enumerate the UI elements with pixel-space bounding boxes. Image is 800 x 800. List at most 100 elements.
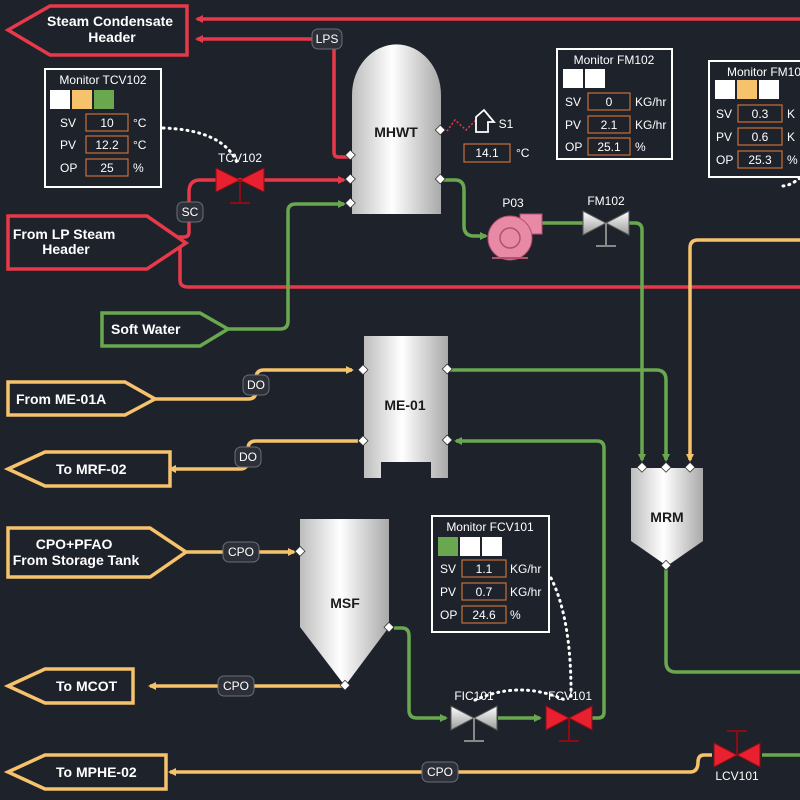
monitor-tcv102-title: Monitor TCV102	[59, 73, 146, 87]
monitor-fm102-sv-label: SV	[565, 95, 581, 109]
tag-do-in[interactable]: DO	[242, 374, 270, 396]
pipe-msf-to-fic101	[394, 626, 448, 722]
monitor-fcv101-pv-label: PV	[440, 585, 456, 599]
monitor-fm10x-indicator-1	[715, 80, 735, 99]
terminal-cpo-pfao[interactable]: CPO+PFAO From Storage Tank	[6, 526, 190, 579]
terminal-to-mrf02[interactable]: To MRF-02	[3, 450, 172, 488]
valve-fcv101-label: FCV101	[548, 689, 592, 703]
monitor-fm102-title: Monitor FM102	[574, 53, 655, 67]
monitor-fm102[interactable]: Monitor FM102 SV 0 KG/hr PV 2.1 KG/hr OP…	[556, 48, 673, 160]
monitor-fm10x-pv-label: PV	[716, 130, 732, 144]
sensor-s1[interactable]: S1 14.1 °C	[463, 108, 530, 163]
tag-sc[interactable]: SC	[176, 201, 204, 223]
tag-lps-label: LPS	[316, 32, 339, 46]
monitor-tcv102-op-value: 25	[100, 161, 114, 175]
pipe-fm102-to-mrm	[628, 221, 646, 462]
pipe-to-mrf02	[168, 439, 358, 473]
valve-lcv101[interactable]: LCV101	[713, 730, 761, 783]
pump-p03[interactable]: P03	[487, 196, 543, 261]
monitor-tcv102[interactable]: Monitor TCV102 SV 10 °C PV 12.2 °C OP 25…	[44, 68, 162, 188]
port-mhwt-1	[344, 149, 356, 161]
tag-lps[interactable]: LPS	[311, 28, 343, 50]
terminal-to-mcot[interactable]: To MCOT	[3, 667, 135, 705]
tag-cpo-mcot[interactable]: CPO	[217, 675, 255, 697]
monitor-fm102-indicator-2	[585, 69, 605, 88]
monitor-fcv101-sv-label: SV	[440, 562, 456, 576]
tag-cpo-mphe[interactable]: CPO	[421, 761, 459, 783]
monitor-fcv101-sv-value: 1.1	[476, 562, 493, 576]
monitor-fcv101-indicator-1	[438, 537, 458, 556]
monitor-fcv101-op-label: OP	[440, 608, 457, 622]
tag-cpo-in[interactable]: CPO	[222, 541, 260, 563]
terminal-from-me01a-label: From ME-01A	[16, 391, 106, 407]
port-mrm-1	[636, 461, 648, 473]
monitor-fm102-pv-value: 2.1	[601, 118, 618, 132]
terminal-from-lp-steam[interactable]: From LP Steam Header	[6, 214, 190, 271]
monitor-fm10x-pv-unit: K	[787, 130, 795, 144]
monitor-fcv101[interactable]: Monitor FCV101 SV 1.1 KG/hr PV 0.7 KG/hr…	[431, 515, 550, 633]
port-mhwt-4	[434, 124, 446, 136]
monitor-fcv101-sv-unit: KG/hr	[510, 562, 541, 576]
monitor-tcv102-sv-unit: °C	[133, 116, 147, 130]
monitor-fm10x-op-label: OP	[716, 153, 733, 167]
sensor-s1-unit: °C	[516, 146, 530, 160]
vessel-me01-label: ME-01	[384, 397, 425, 413]
tag-do-out[interactable]: DO	[234, 446, 262, 468]
monitor-fcv101-pv-value: 0.7	[476, 585, 493, 599]
terminal-from-lp-steam-line2: Header	[42, 241, 90, 257]
svg-text:Steam Condensate Header: Steam Condensate Header	[47, 13, 177, 45]
terminal-soft-water[interactable]: Soft Water	[100, 311, 232, 348]
pipes	[148, 15, 800, 776]
pipe-soft-water	[228, 200, 346, 331]
monitor-tcv102-sv-label: SV	[60, 116, 76, 130]
tag-do-out-label: DO	[239, 450, 257, 464]
port-mrm-2	[660, 461, 672, 473]
monitor-fm102-pv-unit: KG/hr	[635, 118, 666, 132]
tag-sc-label: SC	[182, 205, 199, 219]
pump-p03-label: P03	[502, 196, 524, 210]
vessel-mrm-label: MRM	[650, 509, 683, 525]
signal-s1	[446, 118, 477, 132]
valve-tcv102[interactable]: TCV102	[215, 151, 265, 204]
signal-fic101-fcv101	[473, 688, 567, 702]
monitor-fm10x-indicator-2	[737, 80, 757, 99]
vessel-msf[interactable]: MSF	[294, 519, 395, 691]
monitor-fm10x-title: Monitor FM10	[727, 65, 800, 79]
terminal-cpo-pfao-line1: CPO+PFAO	[36, 536, 113, 552]
port-mhwt-3	[344, 197, 356, 209]
terminal-from-me01a[interactable]: From ME-01A	[6, 380, 159, 417]
monitor-tcv102-op-label: OP	[60, 161, 77, 175]
port-me01-1	[357, 364, 369, 376]
tag-cpo-mphe-label: CPO	[427, 765, 453, 779]
monitor-tcv102-indicator-2	[72, 90, 92, 109]
terminal-to-mphe02[interactable]: To MPHE-02	[3, 753, 168, 791]
signal-tcv102	[161, 126, 240, 167]
monitor-fm10x-op-value: 25.3	[748, 153, 772, 167]
pipe-to-mphe02	[168, 753, 712, 776]
monitor-fm102-op-label: OP	[565, 140, 582, 154]
monitor-fm10x-pv-value: 0.6	[752, 130, 769, 144]
monitor-fm10x[interactable]: Monitor FM10 SV 0.3 K PV 0.6 K OP 25.3 %	[708, 60, 800, 178]
valve-fm102[interactable]: FM102	[582, 194, 630, 247]
monitor-fcv101-indicator-3	[482, 537, 502, 556]
port-me01-4	[441, 434, 453, 446]
port-me01-3	[441, 363, 453, 375]
pipe-mhwt-to-pump	[441, 178, 488, 240]
sensor-s1-value-box	[463, 143, 511, 163]
svg-text:CPO+PFAO From Storage Ta: CPO+PFAO From Storage Tank	[13, 536, 140, 568]
vessel-mrm[interactable]: MRM	[631, 461, 703, 571]
sensor-s1-icon	[475, 108, 496, 133]
vessel-msf-label: MSF	[330, 595, 360, 611]
vessel-me01[interactable]: ME-01	[357, 336, 453, 478]
terminal-steam-condensate[interactable]: Steam Condensate Header	[4, 4, 189, 57]
pipe-condensate-return	[195, 35, 352, 159]
monitor-fm10x-indicator-3	[759, 80, 779, 99]
valve-fcv101[interactable]: FCV101	[545, 689, 593, 742]
monitor-fm102-sv-value: 0	[606, 95, 613, 109]
tag-cpo-in-label: CPO	[228, 545, 254, 559]
monitor-fm102-sv-unit: KG/hr	[635, 95, 666, 109]
monitor-fm102-op-value: 25.1	[597, 140, 621, 154]
valve-fic101[interactable]: FIC101	[450, 689, 498, 742]
vessel-mhwt[interactable]: MHWT	[344, 44, 446, 215]
